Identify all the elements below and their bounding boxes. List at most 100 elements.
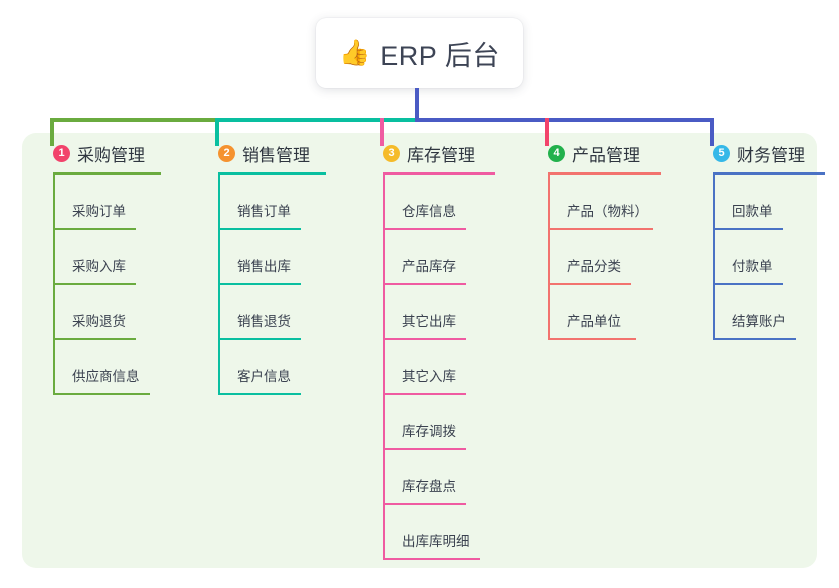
branch-item[interactable]: 其它出库 — [368, 285, 495, 340]
branch-item-underline — [713, 338, 796, 340]
branch-badge-2: 2 — [218, 144, 235, 162]
branch-item[interactable]: 付款单 — [698, 230, 825, 285]
branch-item[interactable]: 供应商信息 — [38, 340, 161, 395]
branch-item-underline — [383, 338, 466, 340]
branch-item-label: 库存盘点 — [402, 479, 456, 494]
branch-item-label: 销售退货 — [237, 314, 291, 329]
connector-stub-2 — [215, 118, 219, 146]
branch-items: 产品（物料） 产品分类产品单位 — [533, 175, 661, 340]
branch-item[interactable]: 仓库信息 — [368, 175, 495, 230]
branch-item[interactable]: 结算账户 — [698, 285, 825, 340]
branch-title: 采购管理 — [77, 145, 145, 165]
branch-item[interactable]: 出库库明细 — [368, 505, 495, 560]
branch-title: 销售管理 — [242, 145, 310, 165]
branch-spine — [53, 175, 55, 395]
branch-item-label: 其它出库 — [402, 314, 456, 329]
branch-column-1: 1 采购管理采购订单采购入库采购退货供应商信息 — [38, 140, 161, 395]
branch-column-2: 2 销售管理销售订单销售出库销售退货客户信息 — [203, 140, 326, 395]
branch-badge-4: 4 — [548, 144, 565, 162]
branch-item[interactable]: 产品（物料） — [533, 175, 661, 230]
branch-underline — [548, 172, 661, 175]
branch-badge-5: 5 — [713, 144, 730, 162]
branch-title: 库存管理 — [407, 145, 475, 165]
branch-items: 采购订单采购入库采购退货供应商信息 — [38, 175, 161, 395]
branch-item-label: 产品库存 — [402, 259, 456, 274]
branch-spine — [548, 175, 550, 340]
branch-spine — [218, 175, 220, 395]
branch-header-1[interactable]: 1 采购管理 — [38, 140, 161, 166]
root-trunk — [415, 88, 419, 122]
branch-title: 产品管理 — [572, 145, 640, 165]
branch-item-label: 结算账户 — [732, 314, 786, 329]
branch-item[interactable]: 销售订单 — [203, 175, 326, 230]
branch-item-underline — [713, 283, 783, 285]
branch-item[interactable]: 产品分类 — [533, 230, 661, 285]
connector-stub-4 — [545, 118, 549, 146]
branch-item-underline — [548, 338, 636, 340]
branch-item-underline — [548, 283, 631, 285]
branch-item-underline — [218, 393, 301, 395]
branch-item-underline — [383, 558, 480, 560]
branch-item-label: 产品分类 — [567, 259, 621, 274]
branch-spine — [383, 175, 385, 560]
branch-header-5[interactable]: 5 财务管理 — [698, 140, 825, 166]
branch-item-underline — [218, 338, 301, 340]
branch-column-3: 3 库存管理仓库信息产品库存其它出库其它入库库存调拨库存盘点出库库明细 — [368, 140, 495, 560]
branch-item-label: 库存调拨 — [402, 424, 456, 439]
branch-item-underline — [713, 228, 783, 230]
root-node-title: ERP 后台 — [380, 40, 500, 71]
branch-item-underline — [218, 228, 301, 230]
branch-underline — [713, 172, 825, 175]
branch-item-label: 采购入库 — [72, 259, 126, 274]
branch-item[interactable]: 回款单 — [698, 175, 825, 230]
branch-item-underline — [548, 228, 653, 230]
branch-item-label: 销售出库 — [237, 259, 291, 274]
branch-item-label: 供应商信息 — [72, 369, 140, 384]
branch-item[interactable]: 采购入库 — [38, 230, 161, 285]
branch-spine — [713, 175, 715, 340]
branch-item-label: 客户信息 — [237, 369, 291, 384]
branch-item-underline — [383, 283, 466, 285]
branch-item-underline — [53, 283, 136, 285]
branch-item-underline — [383, 448, 466, 450]
branch-underline — [53, 172, 161, 175]
branch-item-label: 采购退货 — [72, 314, 126, 329]
branch-item[interactable]: 销售退货 — [203, 285, 326, 340]
connector-bar-teal — [217, 118, 417, 122]
branch-item[interactable]: 其它入库 — [368, 340, 495, 395]
branch-title: 财务管理 — [737, 145, 805, 165]
branch-item[interactable]: 采购退货 — [38, 285, 161, 340]
branch-header-2[interactable]: 2 销售管理 — [203, 140, 326, 166]
branch-item-label: 出库库明细 — [402, 534, 470, 549]
branch-item-underline — [53, 228, 136, 230]
branch-item[interactable]: 库存盘点 — [368, 450, 495, 505]
branch-item-label: 其它入库 — [402, 369, 456, 384]
branch-item-underline — [53, 338, 136, 340]
branch-item[interactable]: 客户信息 — [203, 340, 326, 395]
branch-header-3[interactable]: 3 库存管理 — [368, 140, 495, 166]
branch-item[interactable]: 产品库存 — [368, 230, 495, 285]
connector-bar-indigo — [415, 118, 714, 122]
branch-item[interactable]: 销售出库 — [203, 230, 326, 285]
branch-items: 仓库信息产品库存其它出库其它入库库存调拨库存盘点出库库明细 — [368, 175, 495, 560]
branch-badge-3: 3 — [383, 144, 400, 162]
branch-item-label: 仓库信息 — [402, 204, 456, 219]
branch-item[interactable]: 采购订单 — [38, 175, 161, 230]
branch-badge-1: 1 — [53, 144, 70, 162]
branch-column-5: 5 财务管理回款单付款单结算账户 — [698, 140, 825, 340]
branch-item-underline — [53, 393, 150, 395]
branch-underline — [383, 172, 495, 175]
connector-elbow-right — [710, 118, 714, 146]
branch-item-label: 付款单 — [732, 259, 773, 274]
branch-item-label: 产品单位 — [567, 314, 621, 329]
branch-header-4[interactable]: 4 产品管理 — [533, 140, 661, 166]
branch-items: 回款单付款单结算账户 — [698, 175, 825, 340]
branch-item-underline — [383, 393, 466, 395]
branch-item-label: 产品（物料） — [567, 204, 648, 219]
branch-item[interactable]: 库存调拨 — [368, 395, 495, 450]
connector-bar-green — [52, 118, 219, 122]
diagram-panel — [22, 133, 817, 568]
root-node-card[interactable]: 👍 ERP 后台 — [316, 18, 523, 88]
thumbs-up-icon: 👍 — [339, 38, 371, 67]
branch-item[interactable]: 产品单位 — [533, 285, 661, 340]
